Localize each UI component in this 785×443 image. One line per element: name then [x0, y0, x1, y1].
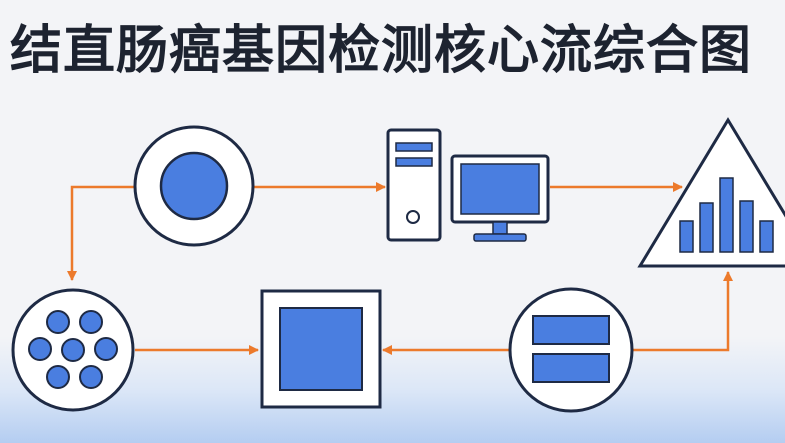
sample-dot	[159, 151, 229, 221]
report-panel-top	[532, 315, 610, 345]
node-computer	[386, 128, 550, 242]
cell-dot	[79, 365, 103, 389]
cell-dot	[46, 310, 70, 334]
cell-dot	[61, 338, 85, 362]
arrow-sample-to-cells	[67, 185, 135, 281]
report-panel-bottom	[532, 353, 610, 383]
node-report	[508, 287, 634, 413]
analysis-bar-1	[679, 220, 694, 253]
cell-dot	[46, 365, 70, 389]
node-result	[260, 289, 382, 409]
split-panel-icon	[508, 287, 634, 413]
cell-dot	[94, 337, 118, 361]
result-fill	[279, 307, 363, 391]
computer-tower-icon	[386, 128, 442, 242]
cell-dot	[28, 337, 52, 361]
page-title: 结直肠癌基因检测核心流综合图	[10, 21, 753, 81]
arrow-report-to-analysis	[633, 271, 733, 352]
analysis-bar-2	[699, 202, 714, 253]
node-cells	[11, 288, 135, 412]
analysis-bar-4	[739, 200, 754, 253]
cell-dot	[79, 310, 103, 334]
analysis-bar-3	[719, 177, 734, 253]
connector-arrows	[67, 182, 733, 355]
node-sample	[133, 125, 255, 247]
node-analysis	[637, 117, 785, 268]
analysis-bar-5	[759, 220, 774, 253]
computer-monitor-icon	[450, 154, 550, 242]
